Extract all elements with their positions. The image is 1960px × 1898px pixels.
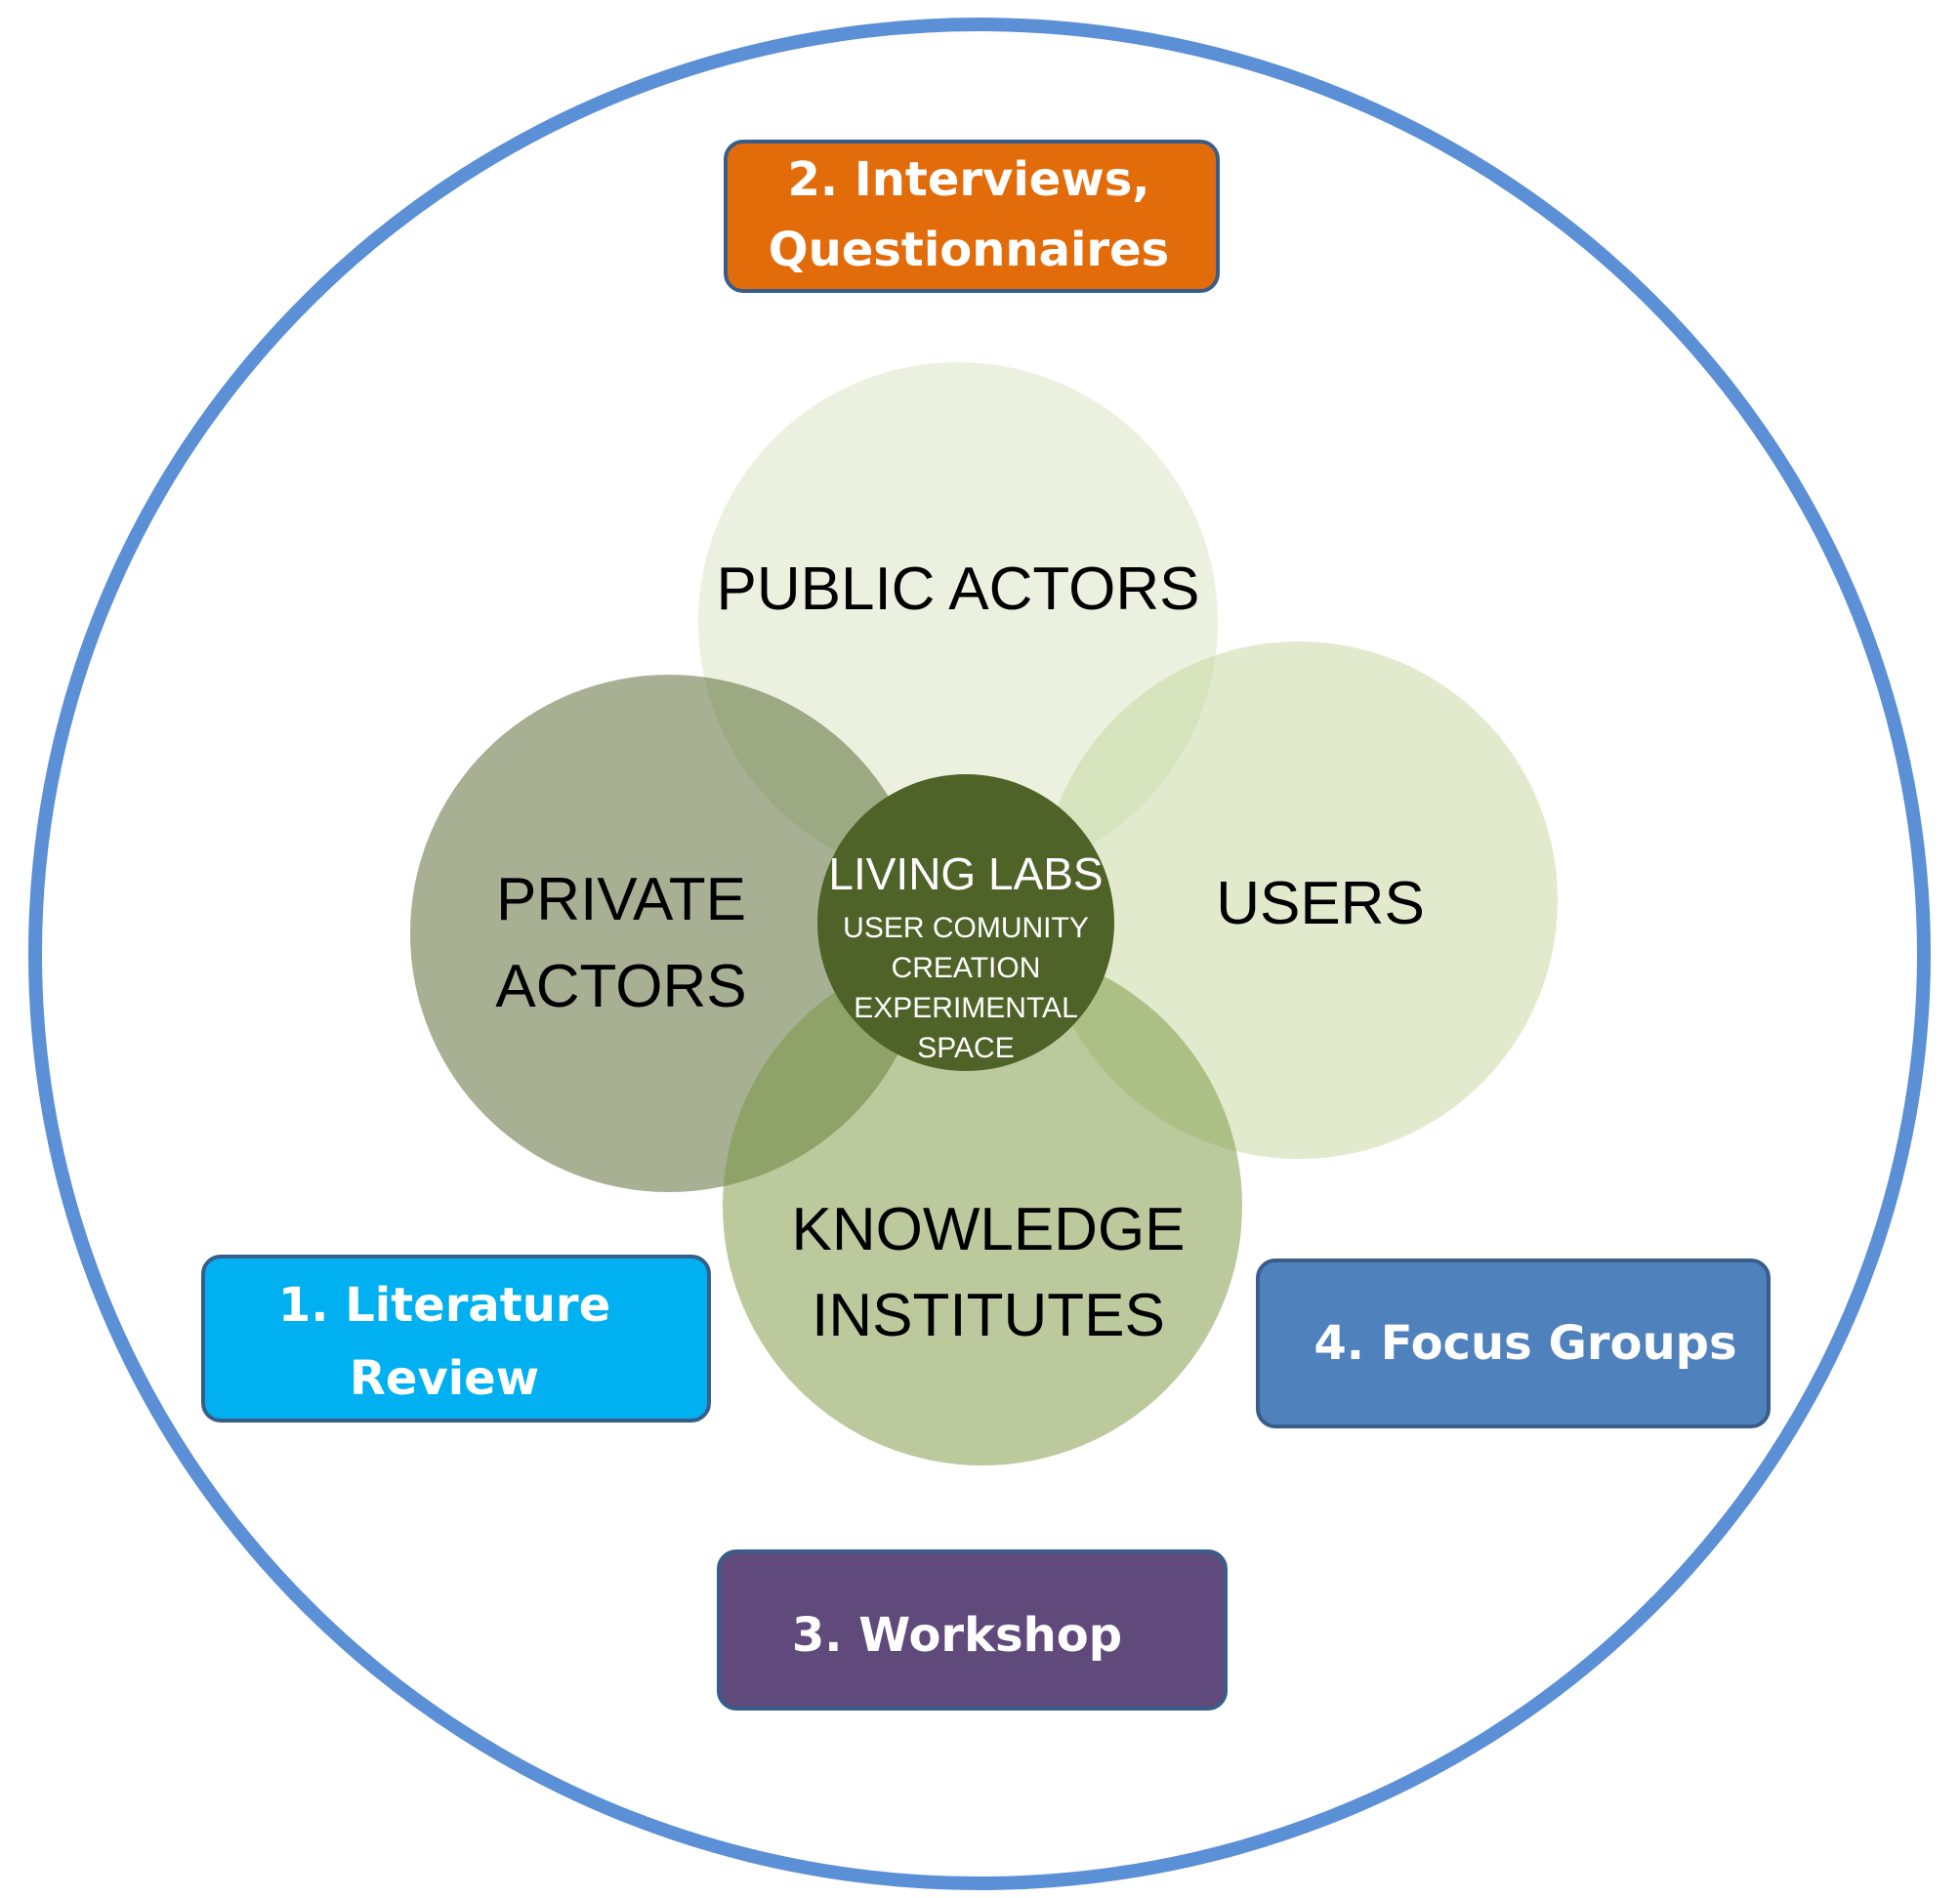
- interviews-box: [724, 140, 1220, 293]
- public-actors-label: PUBLIC ACTORS: [716, 556, 1199, 623]
- workshop-box: [717, 1549, 1228, 1711]
- living-labs-circle: [817, 774, 1114, 1071]
- interviews-label-line1: 2. Interviews,: [788, 152, 1150, 207]
- private-actors-label-line1: PRIVATE: [496, 866, 746, 933]
- living-labs-line3: EXPERIMENTAL: [854, 992, 1078, 1024]
- focus-groups-label: 4. Focus Groups: [1314, 1316, 1736, 1371]
- living-labs-line4: SPACE: [917, 1032, 1014, 1064]
- knowledge-institutes-label-line2: INSTITUTES: [812, 1282, 1165, 1349]
- focus-groups-box: [1256, 1258, 1771, 1428]
- workshop-label: 3. Workshop: [792, 1608, 1122, 1663]
- interviews-label-line2: Questionnaires: [769, 223, 1169, 277]
- knowledge-institutes-label-line1: KNOWLEDGE: [791, 1196, 1185, 1263]
- literature-review-label-line1: 1. Literature: [278, 1278, 610, 1333]
- users-label: USERS: [1216, 870, 1425, 937]
- living-labs-line2: CREATION: [892, 952, 1041, 984]
- literature-review-box: [201, 1255, 711, 1423]
- private-actors-label-line2: ACTORS: [495, 953, 746, 1020]
- knowledge-institutes-circle: [723, 946, 1242, 1465]
- living-labs-title: LIVING LABS: [828, 848, 1103, 899]
- living-labs-line1: USER COMUNITY: [843, 912, 1089, 944]
- literature-review-label-line2: Review: [350, 1351, 539, 1406]
